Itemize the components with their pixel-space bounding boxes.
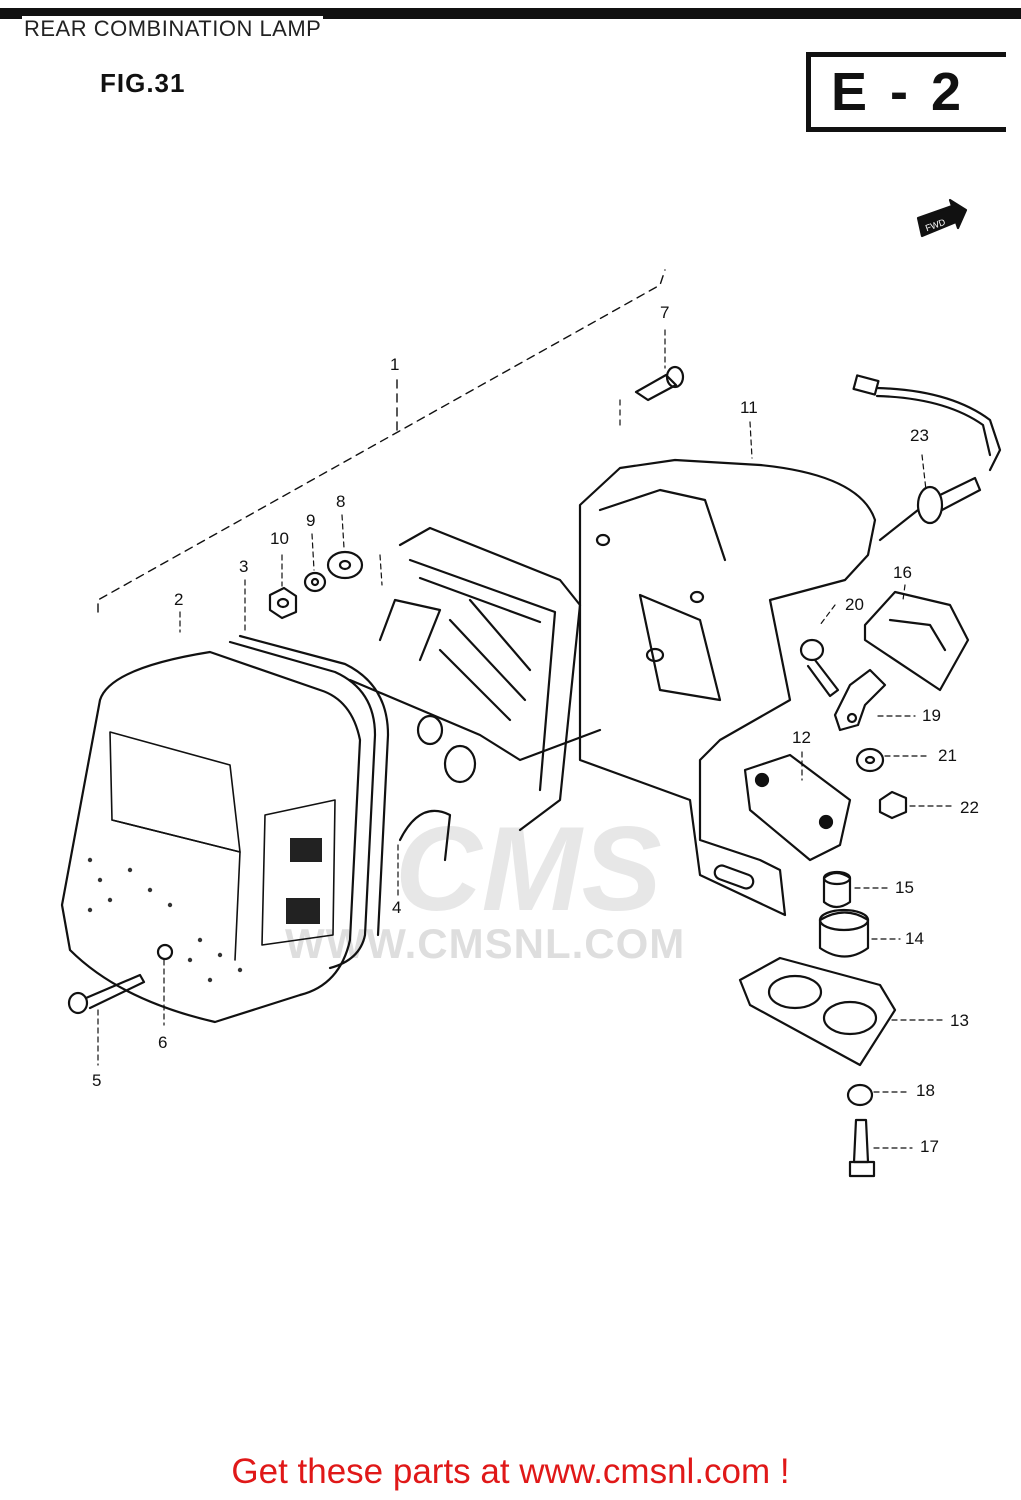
- top-rule: [0, 8, 1021, 19]
- callout-19: 19: [922, 706, 941, 725]
- callout-9: 9: [306, 511, 316, 530]
- leader-lines: [97, 329, 956, 1149]
- bolt-20: [799, 638, 840, 698]
- callout-23: 23: [910, 426, 929, 445]
- callout-11: 11: [740, 398, 758, 417]
- page-title: REAR COMBINATION LAMP: [22, 16, 324, 42]
- callout-4: 4: [392, 898, 402, 917]
- callout-1: 1: [390, 355, 400, 374]
- callout-20: 20: [845, 595, 864, 614]
- wire-harness-23: [852, 374, 1002, 542]
- callout-12: 12: [792, 728, 811, 747]
- callout-5: 5: [92, 1071, 102, 1090]
- callout-15: 15: [895, 878, 914, 897]
- figure-number: FIG.31: [100, 68, 186, 98]
- callout-22: 22: [960, 798, 979, 817]
- callout-17: 17: [920, 1137, 939, 1156]
- clamp-19: [833, 668, 887, 732]
- callout-13: 13: [950, 1011, 969, 1030]
- nut-10: [268, 586, 298, 620]
- callout-14: 14: [905, 929, 924, 948]
- fwd-arrow-icon: FWD: [916, 198, 968, 238]
- bolt-17: [848, 1118, 876, 1178]
- callout-3: 3: [239, 557, 249, 576]
- washer-18: [846, 1083, 874, 1107]
- nut-22: [878, 790, 908, 820]
- callout-7: 7: [660, 303, 670, 322]
- bolt-7: [619, 365, 685, 431]
- callout-6: 6: [158, 1033, 168, 1052]
- callout-21: 21: [938, 746, 957, 765]
- washer-21: [855, 747, 885, 773]
- callout-8: 8: [336, 492, 346, 511]
- collar-15: [822, 870, 852, 909]
- cover-16: [863, 590, 970, 692]
- assembly-bracket-line: [97, 269, 666, 613]
- plate-13: [738, 956, 897, 1067]
- callout-18: 18: [916, 1081, 935, 1100]
- bracket-12: [743, 753, 852, 862]
- callout-2: 2: [174, 590, 184, 609]
- washer-9: [303, 571, 327, 593]
- rear-bracket: [578, 458, 877, 917]
- washer-8: [326, 550, 364, 580]
- footer-link[interactable]: Get these parts at www.cmsnl.com !: [231, 1452, 790, 1491]
- lamp-base-frame: [348, 526, 602, 862]
- callout-10: 10: [270, 529, 289, 548]
- section-code: E - 2: [806, 52, 1006, 132]
- cushion-14: [818, 908, 870, 958]
- lamp-lens: [60, 650, 362, 1024]
- callout-16: 16: [893, 563, 912, 582]
- screw-5: [67, 973, 146, 1015]
